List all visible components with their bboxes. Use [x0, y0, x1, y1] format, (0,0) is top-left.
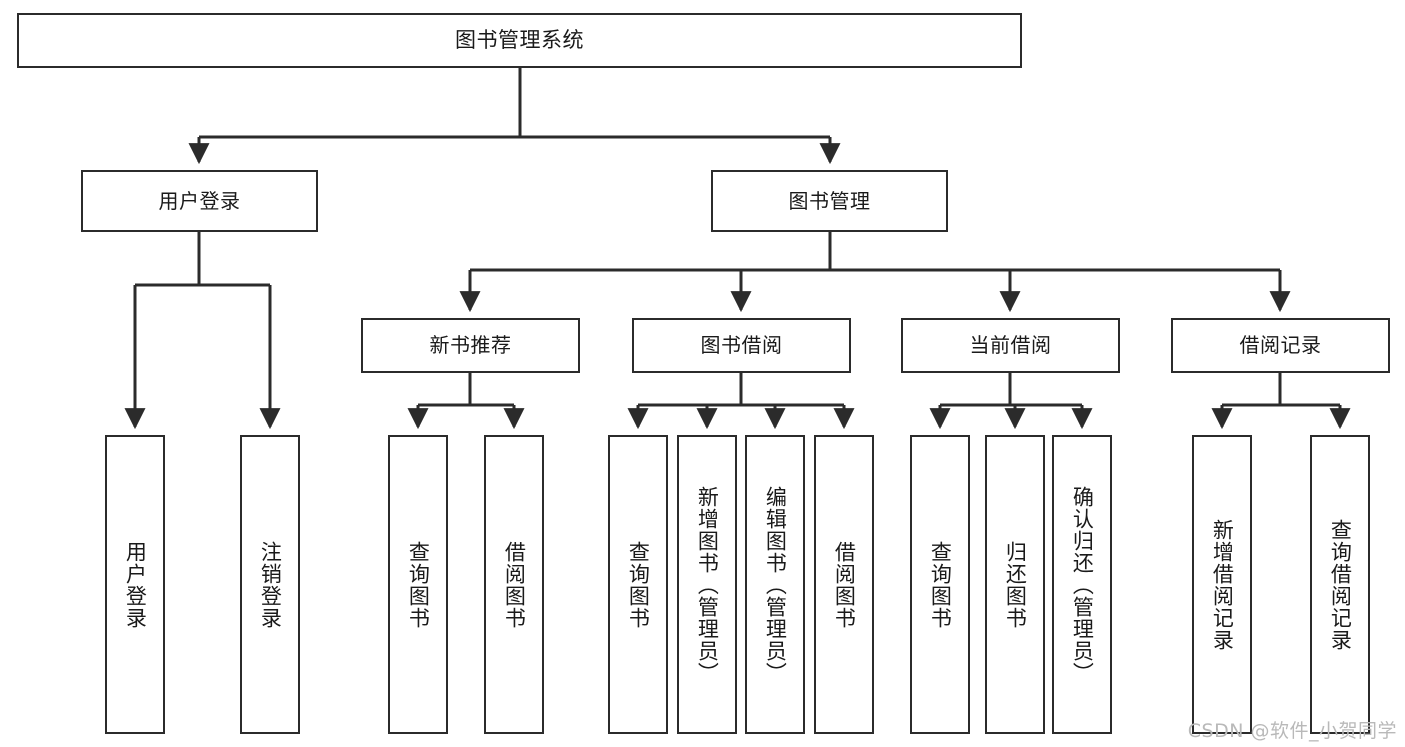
- node-label: 新书推荐: [429, 333, 512, 357]
- leaf-borrow-query-book[interactable]: 查询图书: [608, 435, 668, 734]
- leaf-record-query-record[interactable]: 查询借阅记录: [1310, 435, 1370, 734]
- node-label: 查询图书: [406, 540, 431, 629]
- leaf-user-login[interactable]: 用户登录: [105, 435, 165, 734]
- node-label: 查询图书: [928, 540, 953, 629]
- node-label: 查询图书: [626, 540, 651, 629]
- node-user-login[interactable]: 用户登录: [81, 170, 318, 232]
- leaf-current-confirm-return-admin[interactable]: 确认归还（管理员）: [1052, 435, 1112, 734]
- leaf-newbook-borrow-book[interactable]: 借阅图书: [484, 435, 544, 734]
- node-book-borrow[interactable]: 图书借阅: [632, 318, 851, 373]
- node-label: 确认归还（管理员）: [1070, 485, 1095, 684]
- node-current-borrow[interactable]: 当前借阅: [901, 318, 1120, 373]
- node-label: 图书管理系统: [455, 28, 584, 53]
- leaf-borrow-add-book-admin[interactable]: 新增图书（管理员）: [677, 435, 737, 734]
- node-label: 查询借阅记录: [1328, 518, 1353, 651]
- node-label: 借阅图书: [502, 540, 527, 629]
- node-label: 图书管理: [788, 188, 871, 213]
- node-label: 借阅图书: [832, 540, 857, 629]
- node-label: 当前借阅: [969, 333, 1052, 357]
- leaf-current-query-book[interactable]: 查询图书: [910, 435, 970, 734]
- node-label: 注销登录: [258, 540, 283, 629]
- node-root-system[interactable]: 图书管理系统: [17, 13, 1022, 68]
- node-label: 图书借阅: [700, 333, 783, 357]
- node-label: 借阅记录: [1239, 333, 1322, 357]
- watermark-text: CSDN @软件_小贺同学: [1187, 720, 1397, 742]
- node-book-management[interactable]: 图书管理: [711, 170, 948, 232]
- node-label: 归还图书: [1003, 540, 1028, 629]
- leaf-current-return-book[interactable]: 归还图书: [985, 435, 1045, 734]
- node-label: 用户登录: [123, 540, 148, 629]
- node-borrow-record[interactable]: 借阅记录: [1171, 318, 1390, 373]
- node-label: 新增借阅记录: [1210, 518, 1235, 651]
- leaf-newbook-query-book[interactable]: 查询图书: [388, 435, 448, 734]
- node-label: 用户登录: [158, 188, 241, 213]
- leaf-user-logout[interactable]: 注销登录: [240, 435, 300, 734]
- leaf-borrow-borrow-book[interactable]: 借阅图书: [814, 435, 874, 734]
- node-new-book-recommend[interactable]: 新书推荐: [361, 318, 580, 373]
- node-label: 编辑图书（管理员）: [763, 485, 788, 684]
- leaf-borrow-edit-book-admin[interactable]: 编辑图书（管理员）: [745, 435, 805, 734]
- node-label: 新增图书（管理员）: [695, 485, 720, 684]
- leaf-record-add-record[interactable]: 新增借阅记录: [1192, 435, 1252, 734]
